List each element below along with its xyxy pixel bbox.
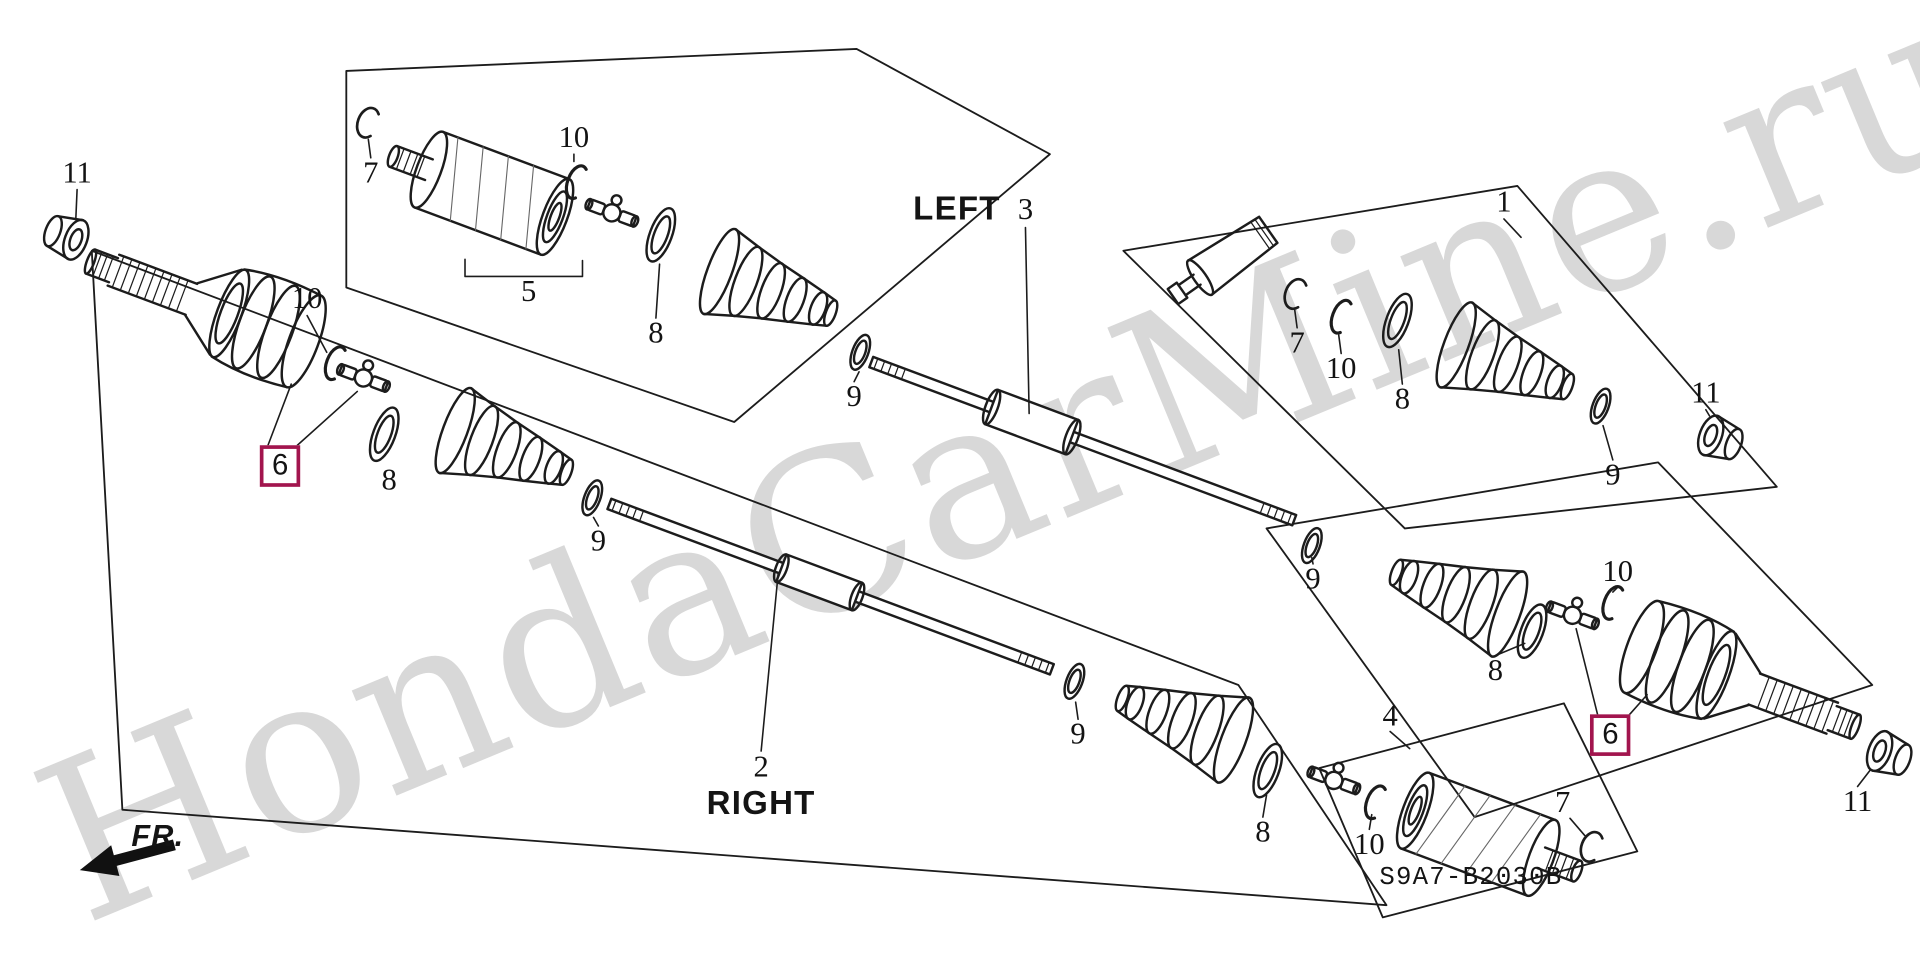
diagram-code: S9A7-B2030B	[1379, 864, 1563, 893]
bracket-part-6-left	[267, 383, 359, 447]
callout-11[interactable]: 11	[62, 156, 92, 190]
circlip	[351, 103, 382, 141]
cv-boot	[426, 382, 589, 518]
callout-8[interactable]: 8	[648, 316, 664, 350]
circlip	[1279, 274, 1309, 313]
callout-6-boxed[interactable]: 6	[259, 445, 301, 487]
boot-band-small	[577, 476, 608, 520]
boot-band-large	[639, 203, 683, 267]
boot-band-small	[1059, 660, 1090, 703]
callout-10[interactable]: 10	[1602, 555, 1634, 589]
label-fr: FR.	[131, 818, 185, 854]
callout-7[interactable]: 7	[1555, 786, 1571, 820]
callout-9[interactable]: 9	[1070, 718, 1086, 752]
bracket-part-5	[464, 258, 584, 278]
left-driveshaft-bar	[868, 355, 1298, 527]
boot-band-large	[362, 402, 406, 466]
outboard-joint-group-outline	[1265, 461, 1874, 819]
callout-11[interactable]: 11	[1842, 785, 1873, 819]
label-left: LEFT	[913, 190, 1001, 227]
snap-ring	[1325, 295, 1354, 336]
cv-boot	[1427, 297, 1590, 432]
bracket-part-6-right	[1575, 627, 1648, 718]
boot-band-large	[1246, 739, 1290, 803]
callout-10[interactable]: 10	[291, 282, 323, 316]
right-driveshaft-outline	[90, 249, 1388, 907]
callout-2[interactable]: 2	[753, 751, 769, 785]
outer-cv-joint	[1609, 592, 1878, 778]
boot-set-outline	[1122, 185, 1778, 530]
inner-joint-set-outline-left	[345, 48, 1051, 423]
snap-ring	[560, 161, 589, 202]
callout-7[interactable]: 7	[363, 156, 379, 190]
callout-6-boxed[interactable]: 6	[1589, 714, 1631, 756]
label-right: RIGHT	[706, 784, 816, 822]
callout-9[interactable]: 9	[846, 380, 862, 414]
cv-boot	[1374, 527, 1537, 662]
callout-3[interactable]: 3	[1017, 193, 1034, 227]
callout-8[interactable]: 8	[1487, 654, 1504, 688]
callout-8[interactable]: 8	[1394, 382, 1411, 416]
callout-11[interactable]: 11	[1691, 376, 1721, 410]
spider-joint	[1303, 752, 1368, 800]
callout-4[interactable]: 4	[1382, 699, 1398, 733]
boot-band-small	[1585, 384, 1616, 428]
fr-arrow	[79, 839, 176, 876]
circlip	[1575, 827, 1605, 865]
inner-cv-joint	[373, 115, 582, 261]
spindle-nut	[1860, 726, 1918, 783]
callout-10[interactable]: 10	[1325, 352, 1357, 386]
callout-5[interactable]: 5	[520, 275, 537, 309]
cv-boot	[1100, 653, 1263, 788]
callout-1[interactable]: 1	[1496, 185, 1512, 219]
leader-lines	[75, 138, 1871, 837]
inner-joint-set-outline-right	[1318, 702, 1639, 919]
callout-9[interactable]: 9	[590, 524, 607, 558]
boot-band-large	[1376, 289, 1419, 352]
callout-8[interactable]: 8	[1255, 815, 1271, 849]
spider-joint	[333, 349, 397, 397]
callout-7[interactable]: 7	[1289, 326, 1305, 360]
spindle-nut	[37, 207, 95, 265]
snap-ring	[1359, 781, 1388, 822]
callout-9[interactable]: 9	[1305, 562, 1321, 596]
spider-joint	[581, 184, 646, 232]
callout-9[interactable]: 9	[1605, 458, 1621, 492]
right-driveshaft-bar	[606, 497, 1055, 676]
callout-10[interactable]: 10	[1354, 828, 1385, 862]
spider-joint	[1542, 587, 1606, 635]
cv-boot	[690, 223, 853, 359]
callout-10[interactable]: 10	[558, 121, 590, 155]
callout-8[interactable]: 8	[381, 463, 397, 497]
